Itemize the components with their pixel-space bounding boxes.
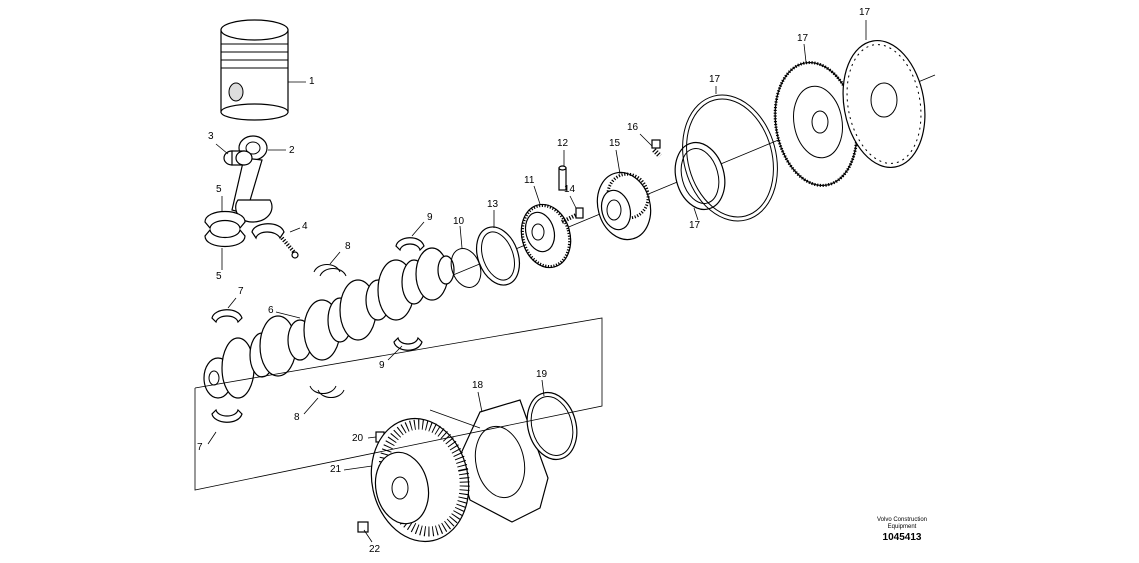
main-bearing-shells bbox=[211, 309, 243, 423]
callout-leaders bbox=[207, 20, 867, 543]
callout-11: 11 bbox=[524, 175, 535, 186]
publisher-label: Volvo Construction Equipment bbox=[876, 517, 928, 530]
callout-17-ring-gear: 17 bbox=[709, 74, 721, 85]
callout-20: 20 bbox=[352, 433, 364, 444]
callout-4: 4 bbox=[302, 221, 308, 232]
callout-9-upper: 9 bbox=[427, 212, 433, 223]
hub-pin bbox=[651, 139, 662, 158]
callout-7-upper: 7 bbox=[238, 286, 244, 297]
rod-bearing-shells bbox=[204, 211, 285, 247]
callout-10: 10 bbox=[453, 216, 465, 227]
callout-16: 16 bbox=[627, 122, 639, 133]
callout-17-flywheel: 17 bbox=[797, 33, 809, 44]
flywheel-hub-gear bbox=[596, 171, 652, 241]
callout-1: 1 bbox=[309, 76, 315, 87]
piston-pin bbox=[223, 150, 253, 166]
callout-5-lower: 5 bbox=[216, 271, 222, 282]
gear-bolt bbox=[561, 207, 584, 224]
crankshaft-gear bbox=[520, 203, 572, 269]
callout-5-upper: 5 bbox=[216, 184, 222, 195]
ring-gear bbox=[682, 94, 778, 222]
vibration-damper bbox=[370, 417, 470, 543]
connecting-rod bbox=[231, 135, 273, 223]
callout-18: 18 bbox=[472, 380, 484, 391]
thrust-washers bbox=[309, 264, 347, 398]
rear-cover-seal bbox=[526, 391, 578, 461]
callout-3: 3 bbox=[208, 131, 214, 142]
group-boundary bbox=[194, 317, 603, 491]
dowel-pin bbox=[558, 165, 567, 191]
drawing-number: 1045413 bbox=[882, 532, 922, 543]
callout-12: 12 bbox=[557, 138, 569, 149]
callout-2: 2 bbox=[289, 145, 295, 156]
callout-6: 6 bbox=[268, 305, 274, 316]
rod-bolt bbox=[280, 236, 299, 259]
flex-plate bbox=[842, 39, 926, 169]
callout-9-lower: 9 bbox=[379, 360, 385, 371]
seal-ring bbox=[475, 226, 521, 286]
damper-screw bbox=[357, 521, 369, 533]
callout-17-seal: 17 bbox=[689, 220, 701, 231]
callout-8-upper: 8 bbox=[345, 241, 351, 252]
callout-17-flex-plate: 17 bbox=[859, 7, 871, 18]
callout-19: 19 bbox=[536, 369, 548, 380]
callout-15: 15 bbox=[609, 138, 621, 149]
callout-22: 22 bbox=[369, 544, 381, 555]
callout-14: 14 bbox=[564, 184, 576, 195]
rear-seal-ring bbox=[674, 141, 726, 211]
group-link-line bbox=[429, 409, 481, 429]
callout-13: 13 bbox=[487, 199, 499, 210]
crankshaft bbox=[203, 247, 455, 399]
piston bbox=[220, 19, 289, 121]
callout-7-lower: 7 bbox=[197, 442, 203, 453]
callout-21: 21 bbox=[330, 464, 342, 475]
callout-8-lower: 8 bbox=[294, 412, 300, 423]
